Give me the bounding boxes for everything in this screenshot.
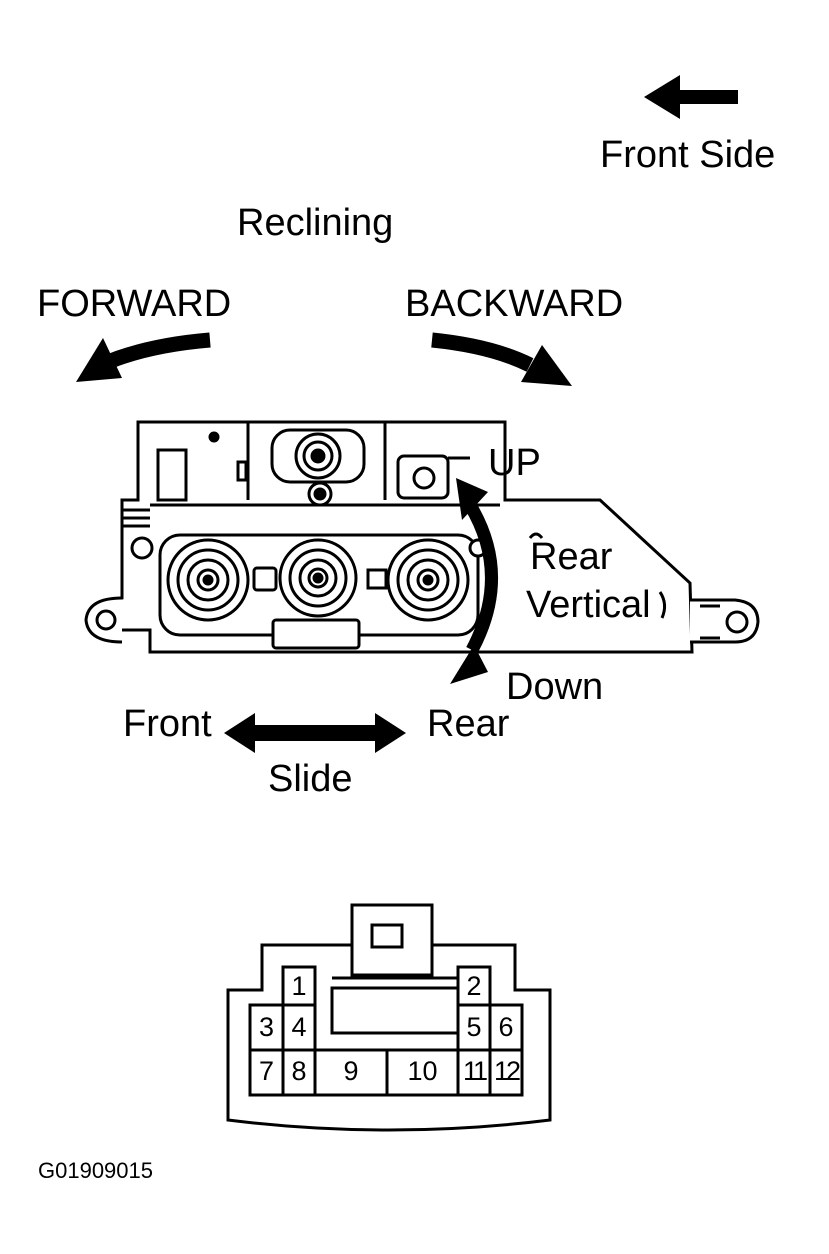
rear-vertical-label-line2: Vertical: [526, 584, 651, 626]
figure-code: G01909015: [38, 1158, 153, 1183]
connector-diagram: [226, 903, 552, 1132]
forward-label: FORWARD: [37, 283, 232, 325]
connector-pin: 5: [466, 1012, 482, 1042]
connector-pin: 4: [291, 1012, 307, 1042]
rear-vertical-label-line1: Rear: [530, 536, 613, 578]
connector-pin: 1: [291, 971, 307, 1001]
connector-pin: 9: [343, 1056, 359, 1086]
connector-pin: 10: [407, 1056, 438, 1086]
rear-label: Rear: [427, 703, 510, 745]
front-label: Front: [123, 703, 212, 745]
connector-pin: 2: [466, 971, 482, 1001]
connector-pin: 7: [258, 1056, 275, 1086]
slide-arrow-icon: [224, 713, 406, 753]
connector-pin: 6: [498, 1012, 514, 1042]
front-side-label: Front Side: [600, 134, 776, 176]
connector-pin: 12: [493, 1056, 521, 1086]
forward-arrow-icon: [76, 332, 211, 382]
rear-vertical-arrow-icon: [450, 478, 498, 684]
front-side-arrow-icon: [644, 75, 738, 119]
connector-pin: 8: [291, 1056, 307, 1086]
up-label: UP: [488, 442, 541, 484]
connector-pin: 11: [462, 1056, 488, 1086]
down-label: Down: [506, 666, 604, 708]
reclining-label: Reclining: [237, 202, 394, 244]
seat-switch-body: [84, 420, 760, 654]
connector-pin: 3: [258, 1012, 275, 1042]
slide-label: Slide: [268, 758, 353, 800]
backward-label: BACKWARD: [405, 283, 624, 325]
backward-arrow-icon: [431, 332, 572, 386]
